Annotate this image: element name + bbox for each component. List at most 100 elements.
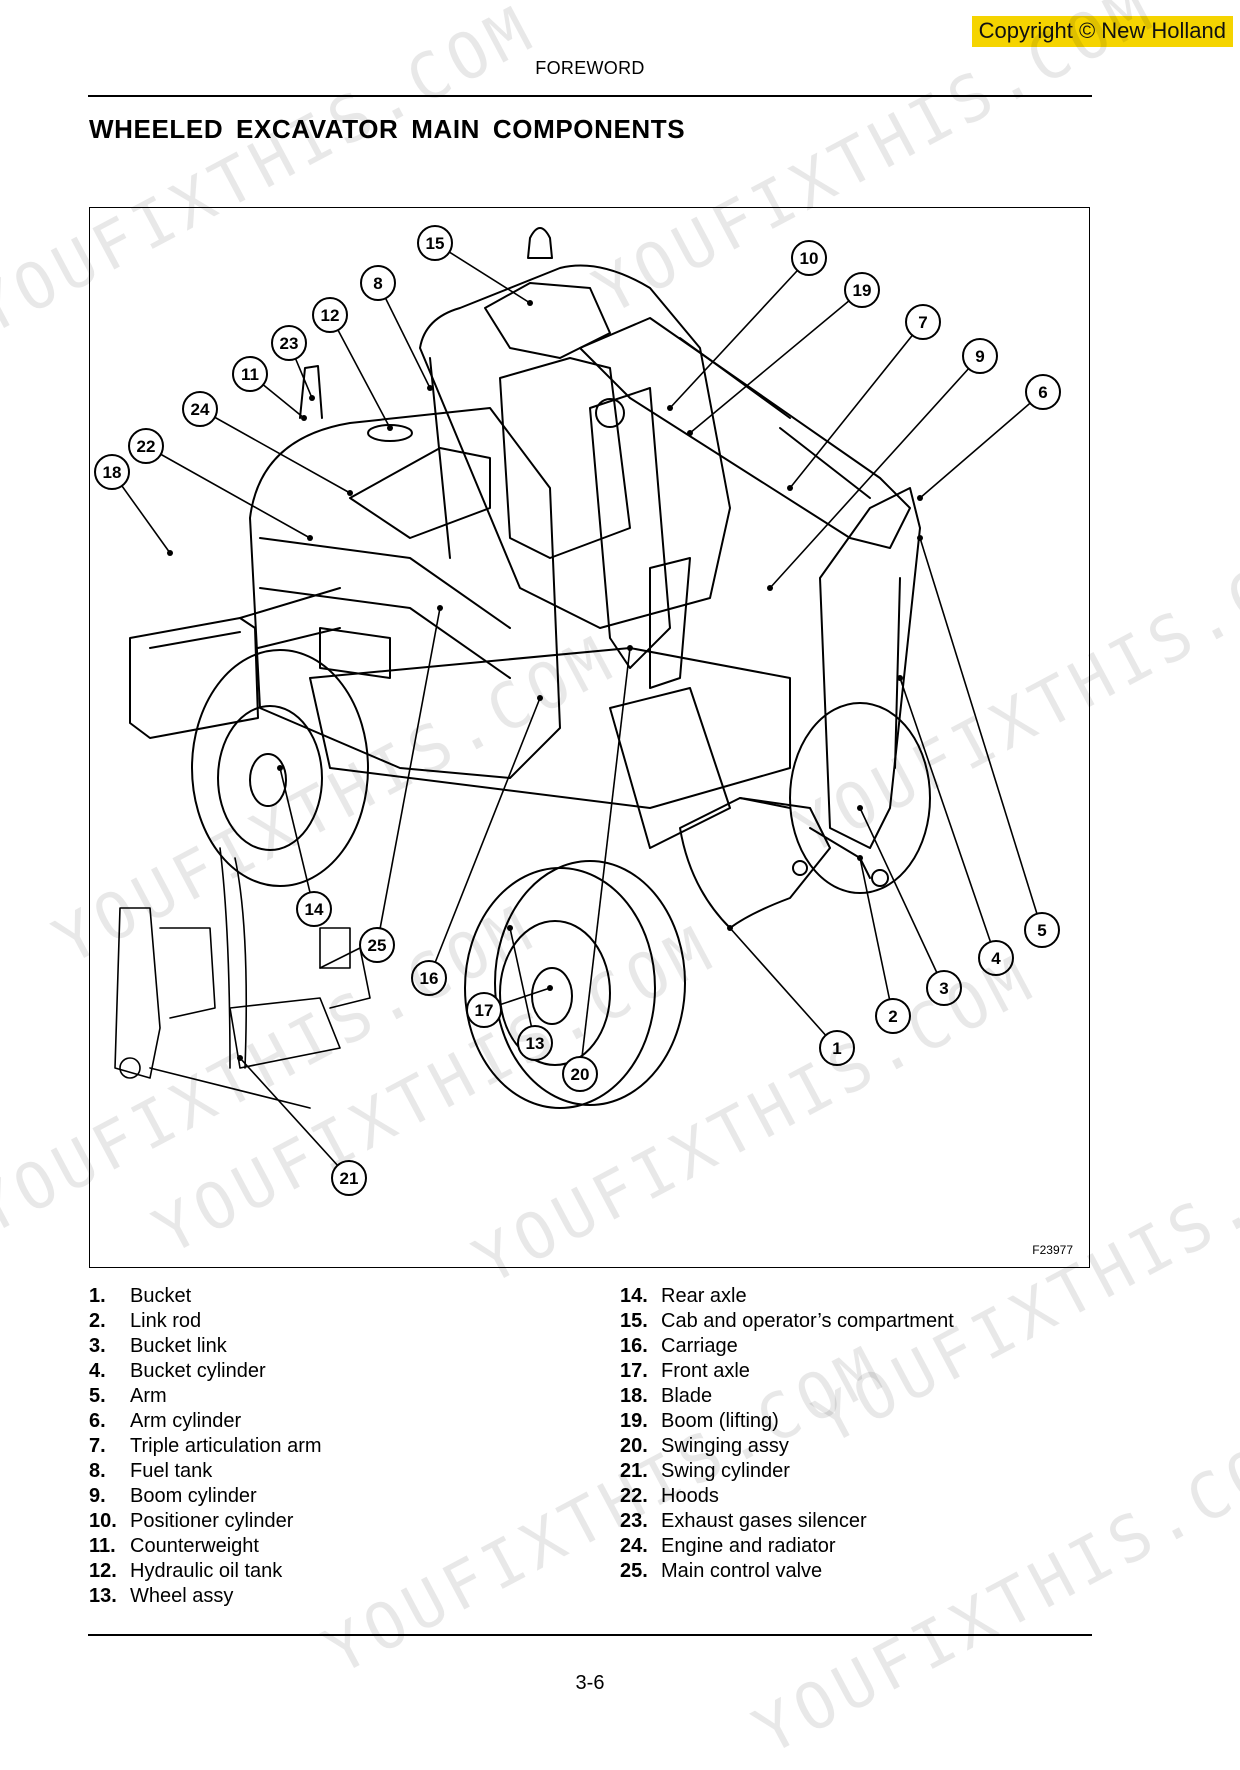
callout-5: 5 xyxy=(917,535,1060,948)
legend-item-number: 7. xyxy=(89,1435,106,1457)
callout-pointer xyxy=(437,605,443,611)
callout-4: 4 xyxy=(897,675,1014,976)
callout-bubble xyxy=(411,960,447,996)
legend-item-label: Bucket link xyxy=(130,1335,227,1357)
callout-bubble xyxy=(182,391,218,427)
callout-bubble xyxy=(905,304,941,340)
arm-drawing xyxy=(779,427,921,849)
legend-item-label: Fuel tank xyxy=(130,1460,213,1482)
callout-number: 1 xyxy=(832,1039,841,1058)
legend-item-label: Link rod xyxy=(130,1310,202,1332)
callout-number: 6 xyxy=(1038,383,1047,402)
callout-3: 3 xyxy=(857,805,962,1006)
callout-number: 7 xyxy=(918,313,927,332)
callout-leader-line xyxy=(899,677,997,959)
legend-item-number: 8. xyxy=(89,1460,106,1482)
callout-25: 25 xyxy=(359,605,443,963)
callout-20: 20 xyxy=(562,645,633,1092)
callout-leader-line xyxy=(689,289,863,434)
boom-drawing xyxy=(579,317,911,689)
callout-pointer xyxy=(547,985,553,991)
legend-item-number: 17. xyxy=(620,1360,648,1382)
callout-leader-line xyxy=(919,537,1043,931)
callout-19: 19 xyxy=(687,272,880,436)
callout-number: 21 xyxy=(340,1169,359,1188)
header-rule xyxy=(88,95,1092,97)
legend-item: 6. Arm cylinder xyxy=(89,1409,322,1434)
callout-bubble xyxy=(312,297,348,333)
figure-code: F23977 xyxy=(1032,1243,1073,1257)
callout-pointer xyxy=(427,385,433,391)
legend-item-label: Boom cylinder xyxy=(130,1485,257,1507)
callout-leader-line xyxy=(434,242,531,304)
legend-item: 17.Front axle xyxy=(620,1359,954,1384)
legend-item-label: Hydraulic oil tank xyxy=(130,1560,283,1582)
legend-item-number: 14. xyxy=(620,1285,648,1307)
page-number: 3-6 xyxy=(575,1672,605,1694)
legend-item: 10.Positioner cylinder xyxy=(89,1509,322,1534)
callout-number: 4 xyxy=(991,949,1001,968)
legend-item-label: Arm cylinder xyxy=(130,1410,242,1432)
callout-pointer xyxy=(387,425,393,431)
callout-pointer xyxy=(917,535,923,541)
callout-7: 7 xyxy=(787,304,941,491)
legend-item-number: 22. xyxy=(620,1485,648,1507)
callout-bubble xyxy=(926,970,962,1006)
callout-17: 17 xyxy=(466,985,553,1028)
callout-pointer xyxy=(537,695,543,701)
legend-item: 23. Exhaust gases silencer xyxy=(620,1509,954,1534)
legend-item: 25.Main control valve xyxy=(620,1559,954,1584)
legend-item-label: Exhaust gases silencer xyxy=(661,1510,867,1532)
callout-bubble xyxy=(791,240,827,276)
legend-item-number: 19. xyxy=(620,1410,648,1432)
callout-bubble xyxy=(562,1056,598,1092)
callout-pointer xyxy=(309,395,315,401)
callout-pointer xyxy=(857,855,863,861)
callout-pointer xyxy=(527,300,533,306)
callout-pointer xyxy=(237,1055,243,1061)
callout-bubble xyxy=(962,338,998,374)
legend-item-number: 23. xyxy=(620,1510,648,1532)
callout-21: 21 xyxy=(237,1055,367,1196)
callout-leader-line xyxy=(859,857,894,1017)
callout-16: 16 xyxy=(411,695,543,996)
legend-item-number: 15. xyxy=(620,1310,648,1332)
callout-bubble xyxy=(466,992,502,1028)
legend-item: 4.Bucket cylinder xyxy=(89,1359,322,1384)
callout-22: 22 xyxy=(128,428,313,541)
callout-number: 19 xyxy=(853,281,872,300)
swing-cylinder-inset xyxy=(114,847,371,1109)
legend-item-label: Positioner cylinder xyxy=(130,1510,294,1532)
legend-item: 15. Cab and operator’s compartment xyxy=(620,1309,954,1334)
callout-leader-line xyxy=(145,445,311,539)
legend-item: 24.Engine and radiator xyxy=(620,1534,954,1559)
callout-pointer xyxy=(301,415,307,421)
callout-15: 15 xyxy=(417,225,533,306)
callout-10: 10 xyxy=(667,240,827,411)
callout-leader-line xyxy=(428,697,541,979)
callout-pointer xyxy=(627,645,633,651)
callout-pointer xyxy=(897,675,903,681)
legend-item-number: 25. xyxy=(620,1560,648,1582)
legend-item-number: 24. xyxy=(620,1535,648,1557)
callout-number: 5 xyxy=(1037,921,1046,940)
callout-pointer xyxy=(687,430,693,436)
legend-item-number: 6. xyxy=(89,1410,106,1432)
legend-item: 8. Fuel tank xyxy=(89,1459,322,1484)
callout-leader-line xyxy=(376,607,441,946)
upper-structure-drawing xyxy=(249,365,561,779)
legend-item-label: Cab and operator’s compartment xyxy=(661,1310,954,1332)
cab-drawing xyxy=(419,227,731,629)
legend-item-number: 2. xyxy=(89,1310,106,1332)
callout-23: 23 xyxy=(271,325,315,401)
callout-bubble xyxy=(359,927,395,963)
callout-bubble xyxy=(1024,912,1060,948)
front-wheel-drawing xyxy=(464,702,931,1109)
callout-number: 15 xyxy=(426,234,445,253)
callout-number: 16 xyxy=(420,969,439,988)
callout-11: 11 xyxy=(232,356,307,421)
legend-item: 2. Link rod xyxy=(89,1309,322,1334)
callout-1: 1 xyxy=(727,925,855,1066)
callout-leader-line xyxy=(329,314,391,429)
